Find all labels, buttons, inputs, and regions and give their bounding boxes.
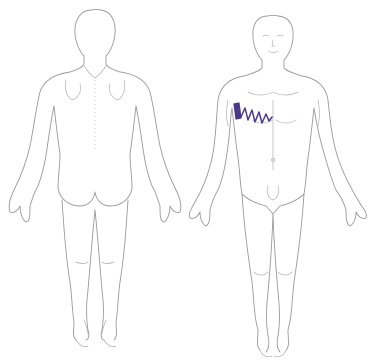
front-pelvis (242, 194, 304, 214)
front-knees (254, 272, 292, 275)
back-left-leg (62, 200, 95, 340)
back-left-arm (9, 72, 70, 222)
back-view-figure (9, 9, 181, 347)
front-face (263, 35, 283, 52)
front-left-leg (273, 194, 304, 352)
back-feet (76, 320, 116, 347)
front-right-leg (242, 194, 273, 352)
front-head (244, 15, 302, 76)
back-buttocks (58, 188, 132, 206)
marking-zigzag (241, 108, 272, 123)
back-left-scapula (65, 80, 80, 100)
back-right-leg (95, 200, 128, 340)
front-right-arm (189, 76, 244, 226)
front-groin (267, 186, 279, 200)
back-head (70, 9, 120, 72)
chest-pain-marking (234, 103, 272, 123)
front-feet (260, 350, 286, 357)
marking-bar (234, 103, 241, 119)
front-left-arm (302, 76, 366, 226)
front-view-figure (189, 15, 366, 357)
back-torso (54, 106, 136, 188)
back-right-scapula (109, 80, 124, 100)
back-right-arm (120, 72, 181, 222)
